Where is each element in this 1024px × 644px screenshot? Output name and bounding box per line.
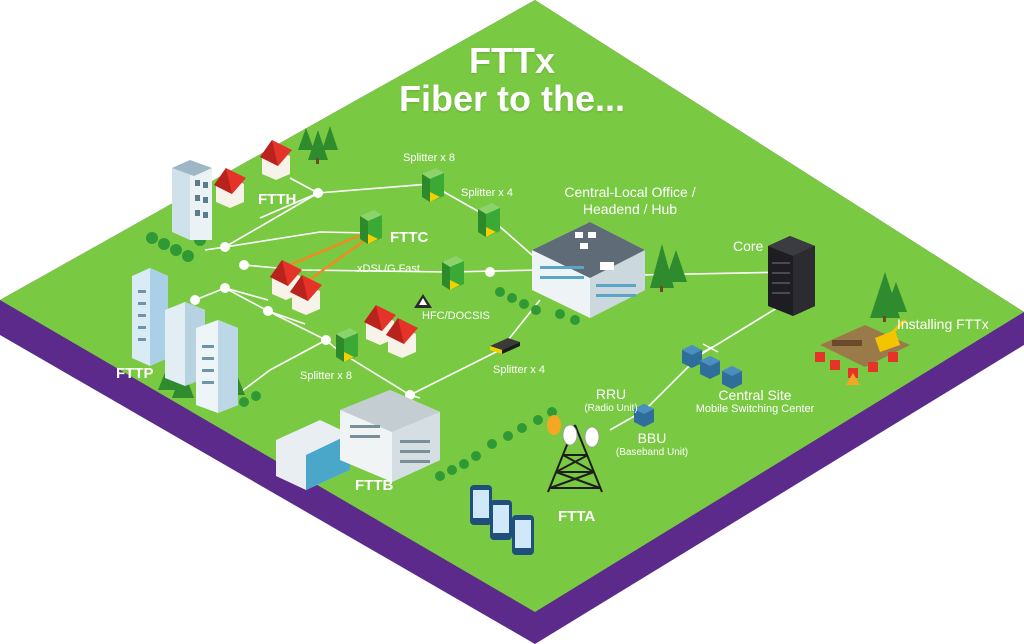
label-central-office-1: Central-Local Office / <box>564 184 696 200</box>
splitter-icon <box>336 328 358 362</box>
label-installing: Installing FTTx <box>897 316 989 332</box>
label-splitter-top-4: Splitter x 4 <box>461 187 513 199</box>
label-ftta: FTTA <box>558 508 596 525</box>
label-splitter-top-8: Splitter x 8 <box>403 152 455 164</box>
tree-icon <box>322 126 338 150</box>
label-bbu-sub: (Baseband Unit) <box>615 447 689 458</box>
label-xdsl: xDSL/G.Fast <box>357 263 420 275</box>
label-central-site: Central Site <box>718 387 792 403</box>
label-hfc: HFC/DOCSIS <box>422 310 490 322</box>
network-nodes <box>190 188 495 400</box>
node <box>220 283 230 293</box>
bushes <box>146 232 580 481</box>
tree-icon <box>308 130 328 164</box>
central-site-equipment <box>634 343 742 427</box>
splitter-icon <box>490 338 520 354</box>
mobile-phone-icon <box>490 500 512 540</box>
label-fttp: FTTP <box>116 365 154 382</box>
equipment-cube-icon <box>682 345 702 368</box>
label-rru-sub: (Radio Unit) <box>584 403 638 414</box>
node <box>239 260 249 270</box>
node <box>190 295 200 305</box>
equipment-cube-icon <box>722 366 742 389</box>
equipment-cube-icon <box>634 404 654 427</box>
house-icon <box>290 275 322 315</box>
fttb-building-complex <box>276 390 440 490</box>
splitter-icon <box>442 256 464 290</box>
antenna-tower-icon <box>547 424 603 493</box>
fttp-tower-buildings <box>132 268 238 413</box>
splitter-icon <box>360 210 382 244</box>
switch-arrows-icon <box>702 343 719 353</box>
label-central-site-sub: Mobile Switching Center <box>695 403 815 415</box>
equipment-cube-icon <box>700 356 720 379</box>
node <box>263 306 273 316</box>
mobile-phones <box>470 485 534 555</box>
houses <box>214 140 418 358</box>
house-icon <box>386 318 418 358</box>
node <box>321 335 331 345</box>
label-central-office-2: Headend / Hub <box>582 201 678 217</box>
label-ftth: FTTH <box>258 191 297 208</box>
splitters <box>336 168 520 362</box>
title-line-1: FTTx <box>469 40 555 81</box>
mobile-phone-icon <box>470 485 492 525</box>
splitter-icon <box>478 203 500 237</box>
tree-icon <box>665 250 687 282</box>
server-rack-icon <box>768 236 815 316</box>
tree-icon <box>298 128 314 150</box>
mobile-phone-icon <box>512 515 534 555</box>
node <box>485 267 495 277</box>
house-icon <box>364 305 396 345</box>
construction-excavator-icon <box>815 318 910 385</box>
node <box>405 390 415 400</box>
house-icon <box>260 140 292 180</box>
tree-icon <box>885 282 907 312</box>
platform-top <box>0 0 1024 612</box>
node <box>313 188 323 198</box>
label-splitter-bottom-4: Splitter x 4 <box>493 364 545 376</box>
label-fttb: FTTB <box>355 477 394 494</box>
dish-antennas <box>547 415 600 448</box>
splitter-icon <box>422 168 444 202</box>
hfc-node-icon <box>414 294 432 308</box>
ftth-apartment-building <box>172 160 212 240</box>
node <box>220 242 230 252</box>
label-fttc: FTTC <box>390 229 429 246</box>
label-bbu: BBU <box>637 430 667 446</box>
label-splitter-bottom-8: Splitter x 8 <box>300 370 352 382</box>
label-core: Core <box>733 238 764 254</box>
title-line-2: Fiber to the... <box>398 78 625 119</box>
central-office-building <box>532 222 645 318</box>
house-icon <box>214 168 246 208</box>
label-rru: RRU <box>595 386 627 402</box>
